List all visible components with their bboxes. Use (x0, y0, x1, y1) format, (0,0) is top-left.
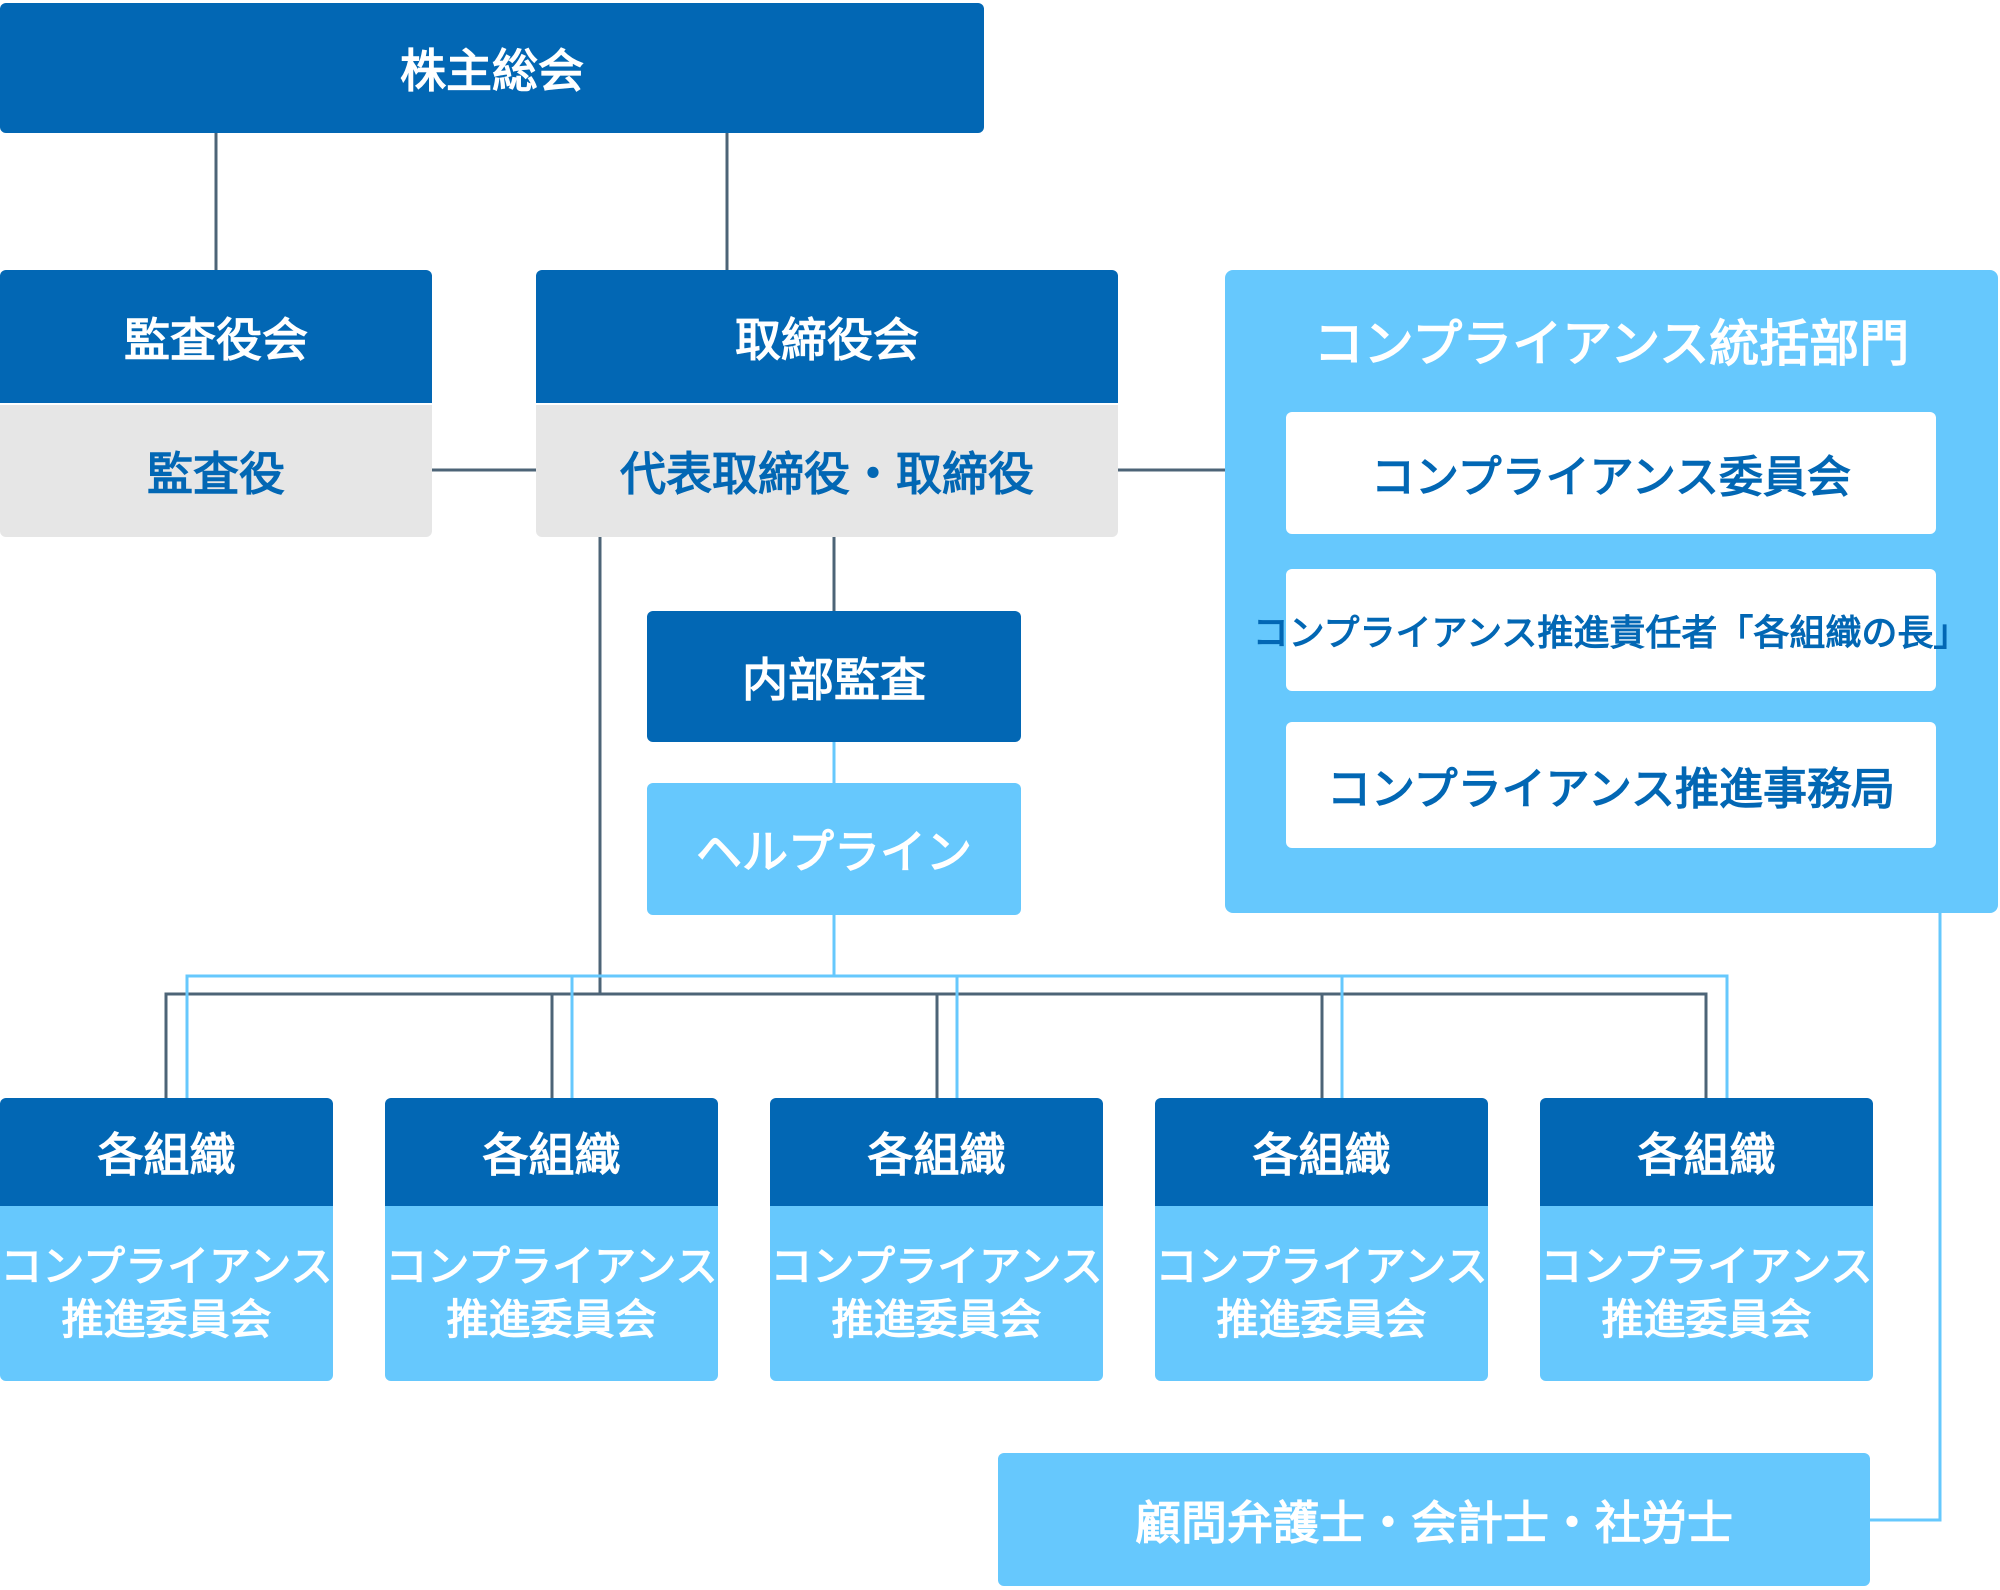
compliance-department-title: コンプライアンス統括部門 (1313, 315, 1910, 373)
organization-committee-2: コンプライアンス 推進委員会 (385, 1206, 718, 1381)
advisors-box: 顧問弁護士・会計士・社労士 (998, 1453, 1870, 1586)
organization-committee-1: コンプライアンス 推進委員会 (0, 1206, 333, 1381)
committee-line-1: コンプライアンス (0, 1242, 333, 1291)
organization-committee-4: コンプライアンス 推進委員会 (1155, 1206, 1488, 1381)
committee-line-2: 推進委員会 (446, 1294, 657, 1344)
committee-line-2: 推進委員会 (831, 1294, 1042, 1344)
compliance-committee-box: コンプライアンス委員会 (1286, 412, 1936, 534)
directors-box: 代表取締役・取締役 (536, 405, 1118, 537)
organization-title-3: 各組織 (770, 1098, 1103, 1206)
organization-title-4: 各組織 (1155, 1098, 1488, 1206)
committee-line-1: コンプライアンス (1155, 1242, 1488, 1291)
organization-title-1: 各組織 (0, 1098, 333, 1206)
board-of-directors-box: 取締役会 (536, 270, 1118, 403)
shareholders-meeting-box: 株主総会 (0, 3, 984, 133)
compliance-secretariat-box: コンプライアンス推進事務局 (1286, 722, 1936, 848)
organization-title-5: 各組織 (1540, 1098, 1873, 1206)
compliance-officer-box: コンプライアンス推進責任者「各組織の長」 (1253, 569, 1969, 691)
committee-line-2: 推進委員会 (1216, 1294, 1427, 1344)
audit-board-box: 監査役会 (0, 270, 432, 403)
committee-line-2: 推進委員会 (1601, 1294, 1812, 1344)
committee-line-1: コンプライアンス (770, 1242, 1103, 1291)
internal-audit-box: 内部監査 (647, 611, 1021, 742)
connector-compliance-advisors (1870, 913, 1942, 1522)
helpline-box: ヘルプライン (647, 783, 1021, 915)
committee-line-1: コンプライアンス (1540, 1242, 1873, 1291)
auditor-box: 監査役 (0, 405, 432, 537)
organization-title-2: 各組織 (385, 1098, 718, 1206)
committee-line-1: コンプライアンス (385, 1242, 718, 1291)
organization-committee-5: コンプライアンス 推進委員会 (1540, 1206, 1873, 1381)
organization-committee-3: コンプライアンス 推進委員会 (770, 1206, 1103, 1381)
committee-line-2: 推進委員会 (61, 1294, 272, 1344)
